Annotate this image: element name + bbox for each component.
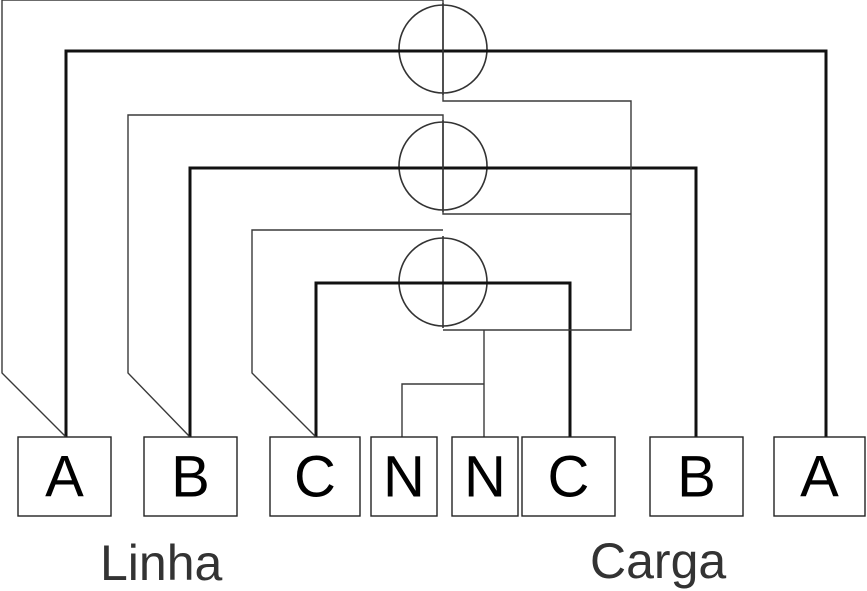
voltage-path-b [127, 114, 631, 438]
voltage-path-c [251, 229, 443, 438]
line-group-label: Linha [100, 535, 223, 591]
current-path-a [64, 49, 828, 437]
terminal-load-b: B [649, 436, 744, 517]
terminal-line-c: C [269, 436, 361, 517]
terminal-load-c: C [521, 436, 616, 517]
current-path-c [314, 281, 572, 437]
terminal-label: B [171, 445, 210, 510]
terminal-load-a: A [773, 436, 866, 517]
load-group-label: Carga [590, 533, 726, 589]
terminal-label: A [800, 445, 839, 510]
terminal-line-n: N [370, 436, 438, 517]
terminal-label: N [383, 445, 425, 510]
terminal-label: N [464, 445, 506, 510]
terminal-label: C [548, 445, 590, 510]
terminal-load-n: N [451, 436, 519, 517]
terminal-label: A [45, 445, 84, 510]
current-paths [64, 49, 828, 437]
terminal-label: B [677, 445, 716, 510]
terminal-label: C [294, 445, 336, 510]
terminal-block: A B C N N C B A [17, 436, 866, 517]
voltage-paths [1, 0, 632, 438]
terminal-line-a: A [17, 436, 112, 517]
voltage-path-a [1, 0, 632, 438]
neutral-link [401, 383, 484, 437]
terminal-line-b: B [143, 436, 238, 517]
